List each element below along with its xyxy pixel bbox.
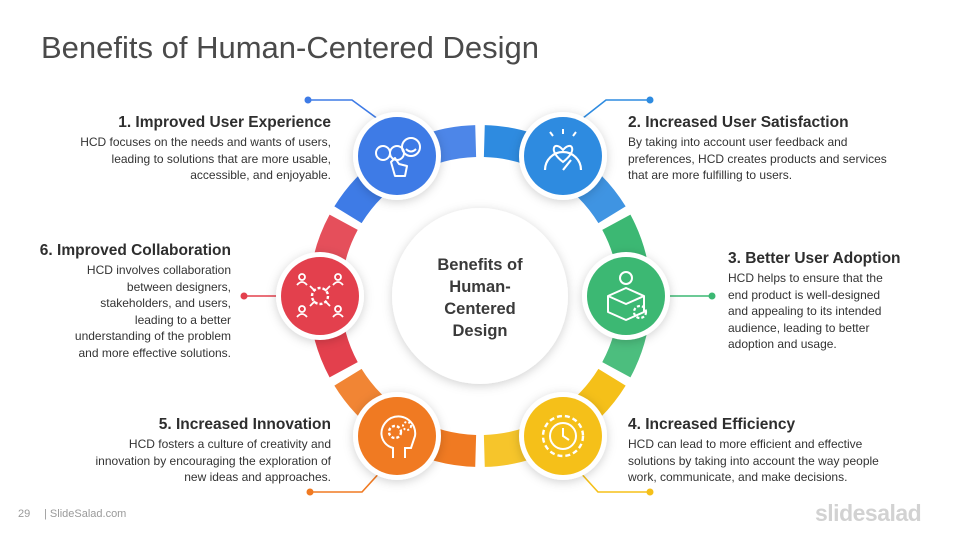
desc-line: and more effective solutions. [78, 345, 231, 360]
center-label-line: Centered [444, 300, 516, 318]
connector-line [577, 99, 650, 123]
desc-line: and appealing to its intended [728, 304, 882, 318]
connector-line [308, 99, 383, 123]
benefit-5-title: 5. Increased Innovation [158, 416, 331, 433]
node-circle [524, 117, 602, 195]
connector-dot [304, 96, 312, 104]
benefit-4: 4. Increased Efficiency HCD can lead to … [628, 415, 928, 486]
connector-line [310, 469, 383, 493]
benefit-1-title: 1. Improved User Experience [118, 114, 331, 131]
desc-line: audience, leading to better [728, 320, 870, 335]
center-circle [392, 208, 568, 384]
benefit-4-title: 4. Increased Efficiency [628, 416, 796, 433]
connector-lines [240, 96, 716, 496]
brand-logo: slidesalad [815, 500, 922, 526]
head-gears-icon [380, 415, 417, 458]
desc-line: new ideas and approaches. [184, 470, 331, 484]
node-circle [587, 257, 665, 335]
desc-line: preferences, HCD creates products and se… [628, 151, 887, 166]
benefit-1-description: HCD focuses on the needs and wants of us… [31, 134, 331, 184]
benefit-3-description: HCD helps to ensure that the end product… [728, 270, 928, 353]
slide-title: Benefits of Human-Centered Design [41, 30, 539, 65]
benefit-3: 3. Better User Adoption HCD helps to ens… [728, 249, 928, 353]
connector-dot [708, 292, 716, 300]
benefit-2-title: 2. Increased User Satisfaction [628, 114, 849, 131]
desc-line: stakeholders, and users, [100, 296, 231, 310]
benefit-3-title: 3. Better User Adoption [728, 250, 901, 267]
benefit-5-description: HCD fosters a culture of creativity and … [31, 436, 332, 486]
benefit-6-title: 6. Improved Collaboration [39, 242, 231, 259]
desc-line: innovation by encouraging the exploratio… [95, 453, 332, 468]
benefit-6: 6. Improved Collaboration HCD involves c… [31, 241, 231, 361]
desc-line: HCD involves collaboration [86, 263, 231, 277]
desc-line: work, communicate, and make decisions. [628, 470, 848, 484]
connector-dot [306, 488, 314, 496]
benefit-4-description: HCD can lead to more efficient and effec… [628, 436, 928, 486]
satisfaction-gauge-icon [543, 129, 583, 171]
connector-dot [240, 292, 248, 300]
benefit-2-description: By taking into account user feedback and… [628, 134, 928, 184]
desc-line: leading to a better [134, 312, 231, 327]
team-gear-icon [296, 273, 344, 318]
site-credit: | SlideSalad.com [44, 508, 127, 520]
benefit-5: 5. Increased Innovation HCD fosters a cu… [31, 415, 332, 486]
clock-gear-icon [541, 414, 585, 458]
desc-line: HCD focuses on the needs and wants of us… [80, 135, 331, 149]
desc-line: leading to solutions that are more usabl… [111, 151, 331, 166]
benefit-6-description: HCD involves collaboration between desig… [31, 262, 231, 361]
desc-line: solutions by taking into account the way… [628, 453, 879, 468]
desc-line: that are more fulfilling to users. [628, 168, 793, 182]
desc-line: HCD helps to ensure that the [728, 271, 883, 285]
center-label-line: Human- [449, 278, 511, 296]
node-circle [358, 117, 436, 195]
emoji-faces-hand-icon [375, 137, 421, 177]
desc-line: adoption and usage. [728, 337, 837, 351]
benefit-1: 1. Improved User Experience HCD focuses … [31, 113, 331, 184]
connector-dot [646, 488, 654, 496]
desc-line: understanding of the problem [74, 329, 231, 343]
center-label-line: Design [452, 322, 508, 340]
center-label-line: Benefits of [437, 256, 523, 274]
desc-line: between designers, [126, 279, 231, 294]
benefit-nodes [276, 112, 670, 480]
node-circle [358, 397, 436, 475]
desc-line: By taking into account user feedback and [628, 135, 848, 149]
center-label: Benefits of Human- Centered Design [418, 254, 542, 342]
node-circle [281, 257, 359, 335]
desc-line: HCD can lead to more efficient and effec… [628, 437, 863, 451]
desc-line: accessible, and enjoyable. [190, 168, 331, 182]
page-number: 29 [18, 508, 31, 520]
box-lightbulb-gear-icon [607, 271, 648, 321]
connector-dot [646, 96, 654, 104]
benefit-2: 2. Increased User Satisfaction By taking… [628, 113, 928, 184]
connector-line [577, 469, 650, 493]
desc-line: end product is well-designed [728, 287, 881, 302]
desc-line: HCD fosters a culture of creativity and [128, 437, 331, 451]
